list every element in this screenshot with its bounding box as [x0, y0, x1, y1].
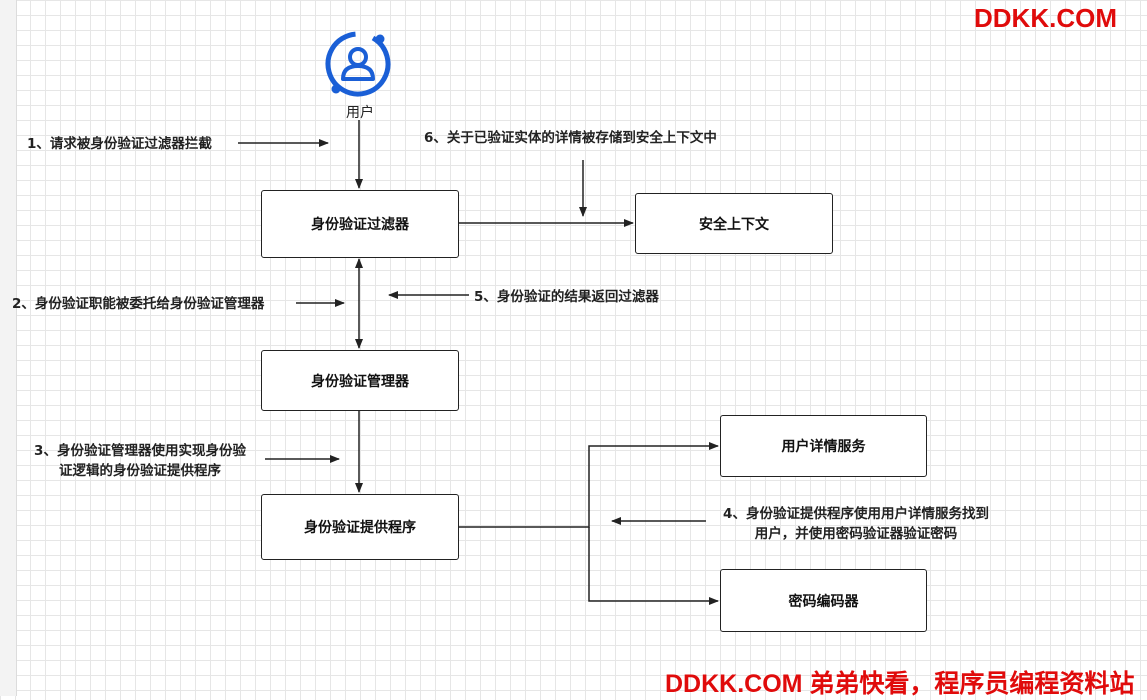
user-label: 用户 — [346, 105, 374, 121]
edge-provider-to-userdetails — [458, 442, 719, 528]
step-4-line-2: 用户，并使用密码验证器验证密码 — [754, 526, 958, 542]
step-4-line-1: 4、身份验证提供程序使用用户详情服务找到 — [723, 506, 989, 522]
step-1-note: 1、请求被身份验证过滤器拦截 — [27, 136, 212, 152]
password-encoder-box: 密码编码器 — [720, 569, 927, 632]
watermark-top: DDKK.COM — [974, 3, 1117, 33]
step-3-line-2: 证逻辑的身份验证提供程序 — [59, 463, 221, 479]
step-6-note: 6、关于已验证实体的详情被存储到安全上下文中 — [424, 130, 717, 146]
watermark-bottom: DDKK.COM 弟弟快看，程序员编程资料站 — [665, 670, 1135, 698]
step-3-note: 3、身份验证管理器使用实现身份验 证逻辑的身份验证提供程序 — [20, 441, 260, 481]
auth-filter-box: 身份验证过滤器 — [261, 190, 459, 258]
step-4-note: 4、身份验证提供程序使用用户详情服务找到 用户，并使用密码验证器验证密码 — [706, 504, 1006, 544]
step-3-line-1: 3、身份验证管理器使用实现身份验 — [34, 443, 246, 459]
edge-provider-to-encoder — [588, 527, 719, 605]
canvas-left-strip — [0, 0, 17, 696]
step-5-note: 5、身份验证的结果返回过滤器 — [474, 289, 659, 305]
step-2-note: 2、身份验证职能被委托给身份验证管理器 — [12, 296, 265, 312]
user-details-service-box: 用户详情服务 — [720, 415, 927, 477]
auth-provider-box: 身份验证提供程序 — [261, 494, 459, 560]
auth-manager-box: 身份验证管理器 — [261, 350, 459, 411]
user-icon — [320, 26, 396, 106]
security-context-box: 安全上下文 — [635, 193, 833, 254]
